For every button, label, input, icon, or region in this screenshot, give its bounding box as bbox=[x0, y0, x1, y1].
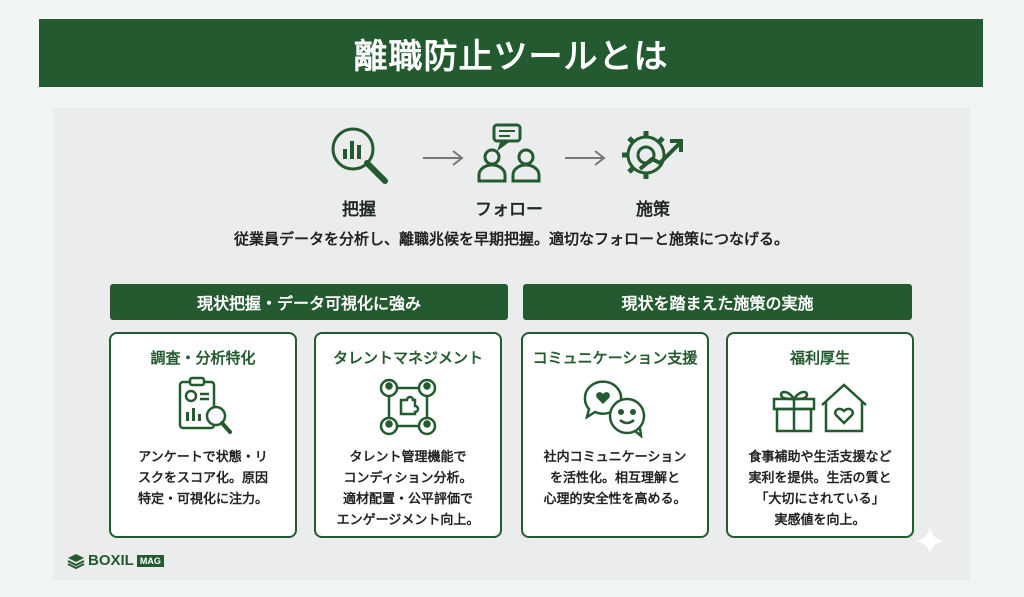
card-title: タレントマネジメント bbox=[332, 349, 483, 367]
group-header-label: 現状把握・データ可視化に強み bbox=[196, 294, 421, 313]
card-description: タレント管理機能で コンディション分析。 適材配置・公平評価で エンゲージメント… bbox=[336, 450, 480, 528]
title-banner: 離職防止ツールとは bbox=[39, 19, 983, 87]
gear-growth-icon bbox=[622, 131, 683, 179]
card-title: 福利厚生 bbox=[789, 349, 850, 367]
flow-step-label: 把握 bbox=[342, 200, 376, 220]
flow-step-label: 施策 bbox=[636, 200, 670, 220]
stack-logo-icon bbox=[67, 553, 85, 569]
flow-step-follow: フォロー bbox=[449, 123, 569, 220]
flow-step-measures: 施策 bbox=[593, 123, 713, 220]
speech-bubbles-icon bbox=[583, 380, 646, 438]
people-chat-icon bbox=[477, 123, 541, 183]
card-description: 社内コミュニケーション を活性化。相互理解と 心理的安全性を高める。 bbox=[543, 450, 687, 507]
card-survey-analysis: 調査・分析特化 アンケートで状態・リ スクをスコア化。原因 特定・可視化に注力。 bbox=[109, 332, 297, 538]
magnifier-chart-icon bbox=[331, 127, 388, 184]
page-title: 離職防止ツールとは bbox=[353, 36, 669, 77]
card-communication: コミュニケーション支援 社内コミュニケーション を活性化。相互理解と 心理的安全… bbox=[521, 332, 709, 538]
group-header-label: 現状を踏まえた施策の実施 bbox=[621, 294, 814, 313]
arrow-right-icon bbox=[565, 150, 606, 166]
card-title: コミュニケーション支援 bbox=[532, 349, 698, 367]
group-header-visualization: 現状把握・データ可視化に強み bbox=[110, 284, 508, 320]
arrow-right-icon bbox=[423, 150, 464, 166]
report-magnifier-icon bbox=[178, 376, 232, 434]
flow-step-label: フォロー bbox=[475, 200, 543, 220]
card-description: 食事補助や生活支援など 実利を提供。生活の質と 「大切にされている」 実感値を向… bbox=[748, 450, 892, 528]
content-panel: 把握 フォロー bbox=[53, 108, 970, 580]
group-header-measures: 現状を踏まえた施策の実施 bbox=[523, 284, 912, 320]
card-title: 調査・分析特化 bbox=[150, 349, 256, 367]
talent-network-icon bbox=[379, 378, 437, 436]
card-description: アンケートで状態・リ スクをスコア化。原因 特定・可視化に注力。 bbox=[137, 450, 268, 507]
flow-step-grasp: 把握 bbox=[299, 123, 419, 220]
card-welfare: 福利厚生 食事補助や生活支援など 実利を提供。生活の質と 「大切にされている」 … bbox=[726, 332, 914, 538]
flow-description: 従業員データを分析し、離職兆候を早期把握。適切なフォローと施策につなげる。 bbox=[233, 230, 789, 248]
logo-badge: MAG bbox=[136, 554, 164, 567]
sparkle-icon bbox=[916, 527, 944, 555]
boxil-mag-logo: BOXIL MAG bbox=[67, 552, 164, 569]
gift-house-icon bbox=[772, 383, 867, 433]
logo-word: BOXIL bbox=[88, 552, 134, 569]
card-talent-management: タレントマネジメント タレント管理機能で コンディション分析。 適材配置・公平評… bbox=[314, 332, 502, 538]
